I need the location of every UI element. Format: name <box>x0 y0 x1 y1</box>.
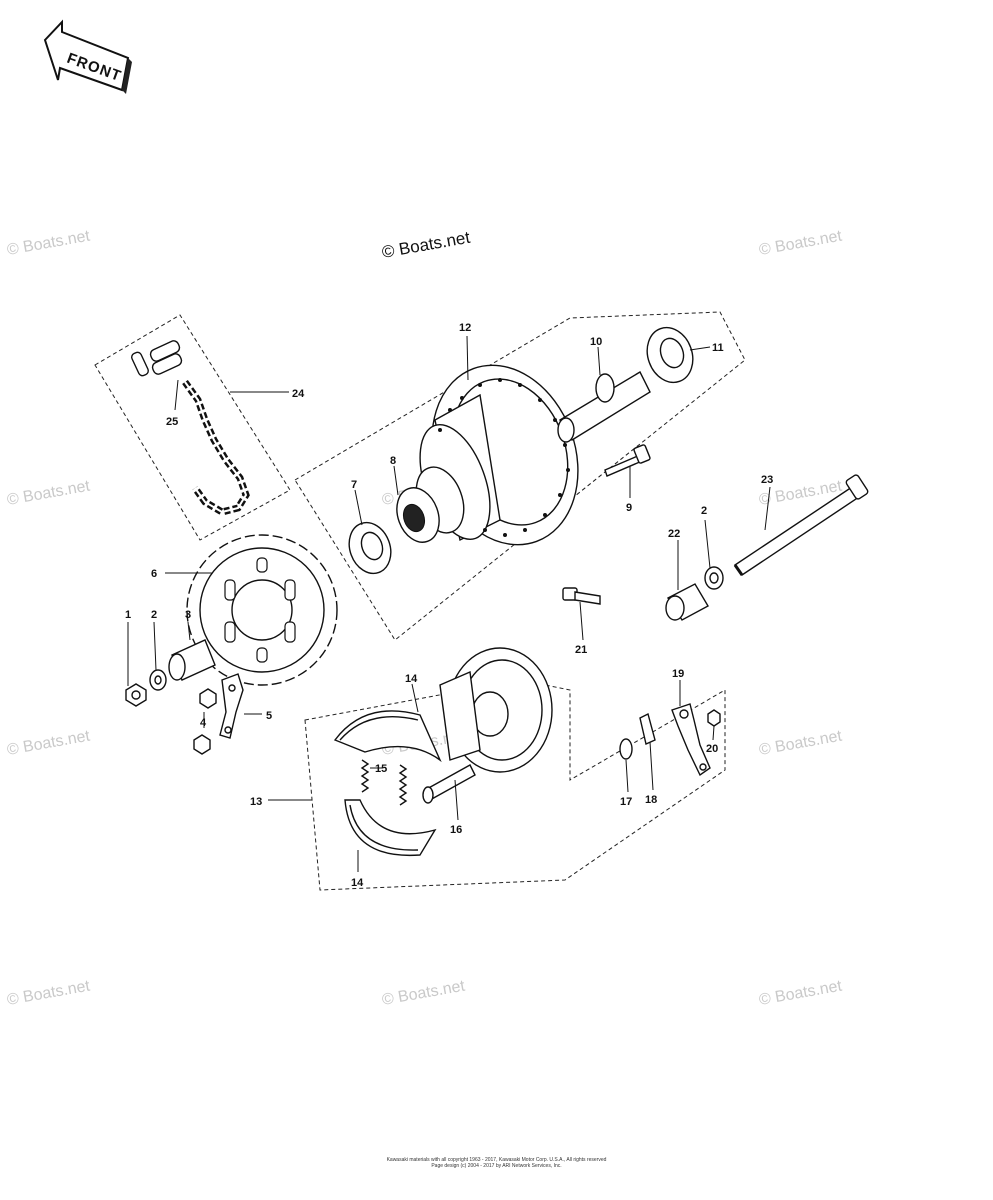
copyright-line-2: Page design (c) 2004 - 2017 by ARI Netwo… <box>431 1163 562 1169</box>
sprocket-washer-left <box>149 669 167 691</box>
callout-21: 21 <box>575 644 587 656</box>
rear-hub <box>396 364 579 546</box>
watermark-main: © Boats.net <box>380 228 471 262</box>
callout-1: 1 <box>125 609 131 621</box>
torque-link-bolt <box>562 587 601 605</box>
callout-5: 5 <box>266 710 272 722</box>
axle-spacer <box>665 583 709 621</box>
brake-panel <box>439 647 553 773</box>
front-arrow: FRONT <box>43 19 132 94</box>
sprocket-nuts <box>193 688 217 755</box>
lock-plate <box>219 673 244 739</box>
sprocket-nut <box>125 683 147 707</box>
callout-20: 20 <box>706 743 718 755</box>
watermark: © Boats.net <box>758 728 844 759</box>
callout-16: 16 <box>450 824 462 836</box>
brake-cam-lever <box>671 703 711 777</box>
callout-19: 19 <box>672 668 684 680</box>
brake-springs <box>360 759 408 806</box>
rear-sprocket <box>186 534 338 686</box>
callout-23: 23 <box>761 474 773 486</box>
callout-14: 14 <box>351 877 364 889</box>
axle-sleeve <box>557 371 651 443</box>
rear-axle <box>733 474 869 576</box>
brake-shoe-lower <box>344 799 437 857</box>
callout-17: 17 <box>620 796 632 808</box>
callout-11: 11 <box>712 342 724 354</box>
watermark: © Boats.net <box>758 978 844 1009</box>
callout-2: 2 <box>701 505 707 517</box>
bearing-left <box>348 521 392 575</box>
callout-8: 8 <box>390 455 396 467</box>
callout-10: 10 <box>590 336 602 348</box>
callout-4: 4 <box>200 717 207 729</box>
callout-13: 13 <box>250 796 262 808</box>
copyright-footer: Kawasaki materials with all copyright 19… <box>0 1157 993 1169</box>
watermark: © Boats.net <box>381 978 467 1009</box>
watermark: © Boats.net <box>6 978 92 1009</box>
callout-3: 3 <box>185 609 191 621</box>
lever-bolt <box>707 709 721 727</box>
brake-panel-group <box>304 647 726 891</box>
callout-25: 25 <box>166 416 178 428</box>
copyright-line-1: Kawasaki materials with all copyright 19… <box>386 1157 607 1163</box>
master-link <box>131 340 183 377</box>
watermark: © Boats.net <box>758 228 844 259</box>
callout-2: 2 <box>151 609 157 621</box>
drive-chain <box>182 379 250 516</box>
bearing-right <box>646 326 694 384</box>
sprocket-collar <box>168 639 216 681</box>
brake-shoe-upper <box>333 710 442 763</box>
callout-18: 18 <box>645 794 657 806</box>
callout-22: 22 <box>668 528 680 540</box>
cam-washer <box>619 738 633 760</box>
callout-7: 7 <box>351 479 357 491</box>
callout-12: 12 <box>459 322 471 334</box>
wear-indicator <box>639 712 656 745</box>
callout-9: 9 <box>626 502 632 514</box>
rear-hub-group <box>294 311 746 641</box>
hub-bolt <box>604 444 651 477</box>
callout-14: 14 <box>405 673 418 685</box>
callout-24: 24 <box>292 388 305 400</box>
watermark: © Boats.net <box>6 478 92 509</box>
drive-chain-group <box>94 314 291 541</box>
brake-camshaft <box>422 764 476 804</box>
watermark: © Boats.net <box>6 728 92 759</box>
axle-washer <box>704 566 724 590</box>
callout-6: 6 <box>151 568 157 580</box>
leader-lines <box>127 335 771 872</box>
callout-15: 15 <box>375 763 387 775</box>
watermark: © Boats.net <box>6 228 92 259</box>
